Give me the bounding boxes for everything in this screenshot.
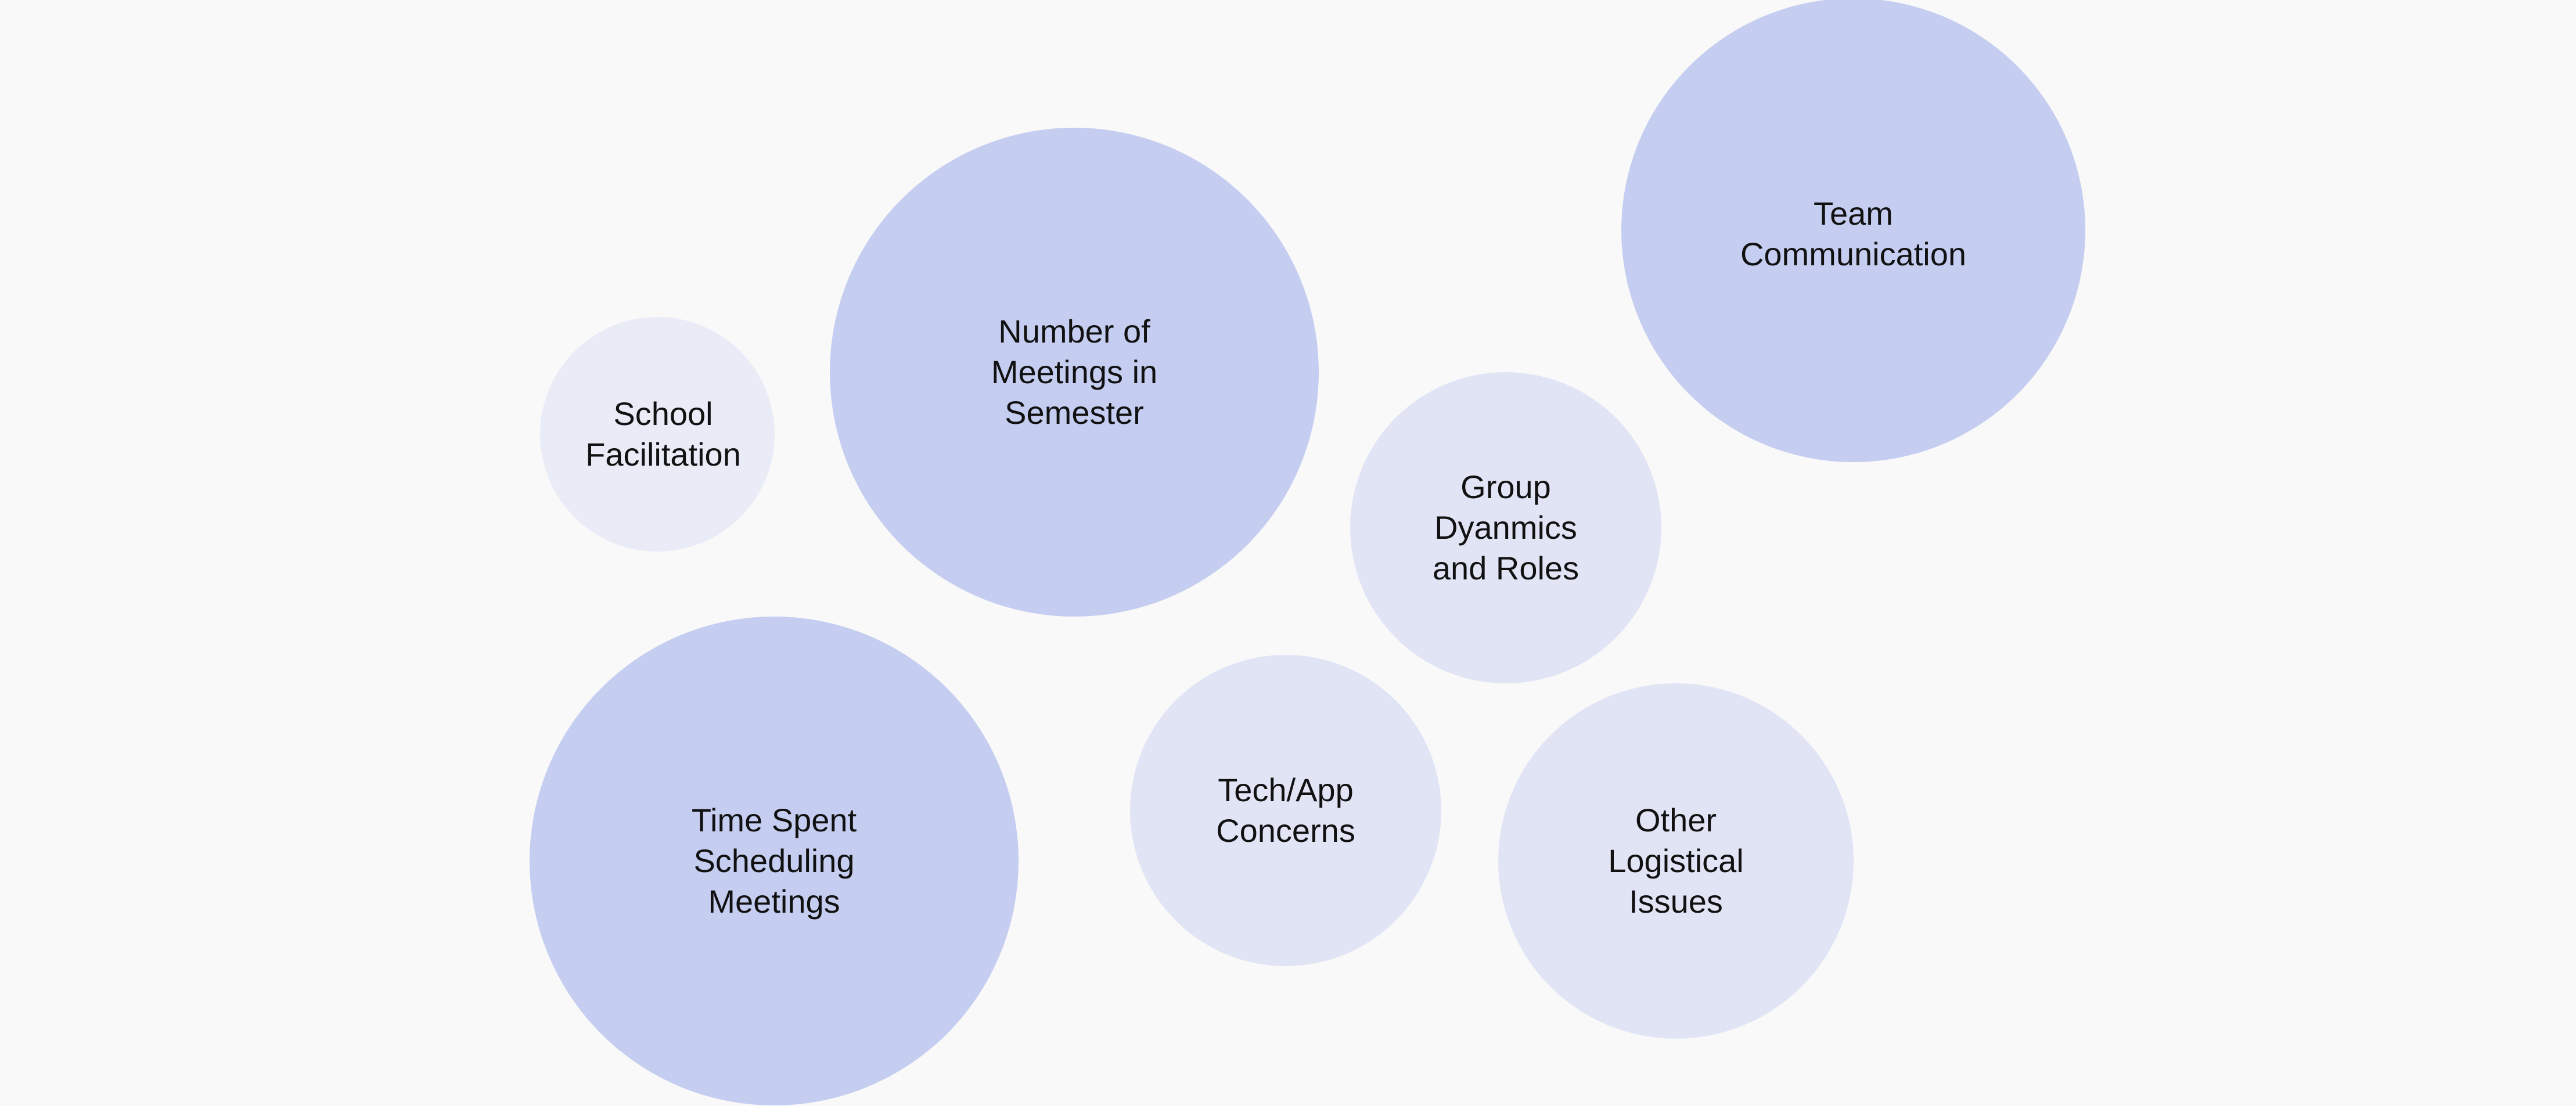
bubble-time-spent-scheduling: Time Spent Scheduling Meetings: [530, 617, 1019, 1105]
bubble-label: Other Logistical Issues: [1608, 802, 1744, 920]
bubble-tech-app-concerns: Tech/App Concerns: [1130, 655, 1441, 966]
bubble-school-facilitation: School Facilitation: [540, 317, 775, 552]
bubble-other-logistical-issues: Other Logistical Issues: [1498, 683, 1854, 1039]
bubble-team-communication: Team Communication: [1621, 0, 2085, 462]
bubble-label: Team Communication: [1740, 194, 1967, 272]
bubble-label: Tech/App Concerns: [1216, 772, 1355, 849]
bubble-label: School Facilitation: [585, 395, 741, 473]
bubble-label: Number of Meetings in Semester: [991, 313, 1158, 431]
bubble-number-of-meetings: Number of Meetings in Semester: [830, 128, 1319, 617]
bubble-label: Time Spent Scheduling Meetings: [691, 802, 857, 920]
bubble-label: Group Dyanmics and Roles: [1432, 469, 1580, 586]
bubble-group-dynamics: Group Dyanmics and Roles: [1350, 372, 1661, 683]
